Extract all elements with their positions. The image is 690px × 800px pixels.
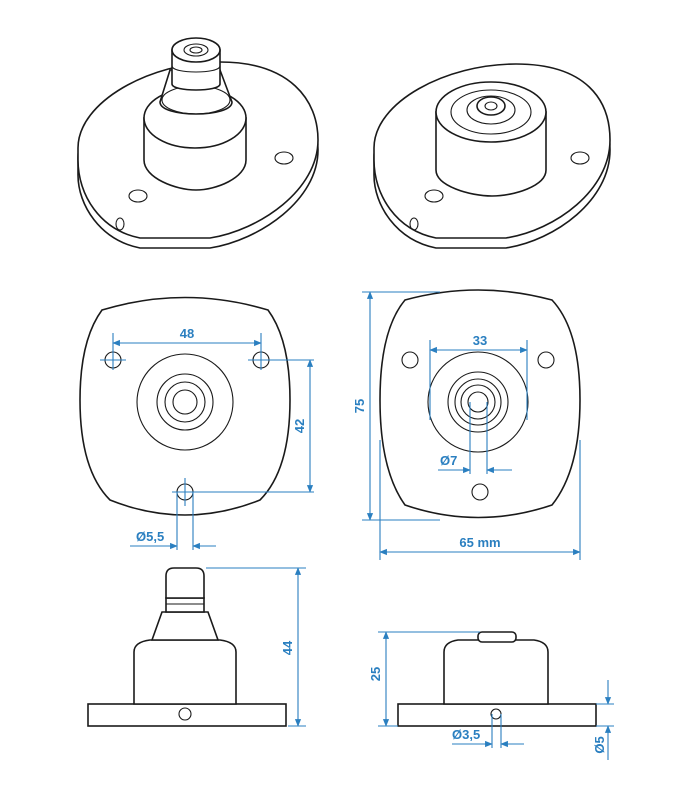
dim-d7: Ø7	[440, 453, 457, 468]
iso-view-back	[373, 63, 611, 249]
back-view: 33 Ø7 75 65 mm	[352, 289, 581, 560]
dim-44: 44	[280, 640, 295, 655]
side-view-front: 44	[87, 567, 306, 727]
iso-view-front	[77, 37, 319, 249]
dim-d5: Ø5	[592, 736, 607, 753]
side-view-back: 25 Ø3,5 Ø5	[368, 631, 614, 760]
dim-d3-5: Ø3,5	[452, 727, 480, 742]
dim-25: 25	[368, 667, 383, 681]
dim-65mm: 65 mm	[459, 535, 500, 550]
front-view: 48 42 Ø5,5	[79, 296, 314, 550]
dim-75: 75	[352, 399, 367, 413]
dim-48: 48	[180, 326, 194, 341]
dim-33: 33	[473, 333, 487, 348]
dim-42: 42	[292, 419, 307, 433]
dim-d5-5: Ø5,5	[136, 529, 164, 544]
